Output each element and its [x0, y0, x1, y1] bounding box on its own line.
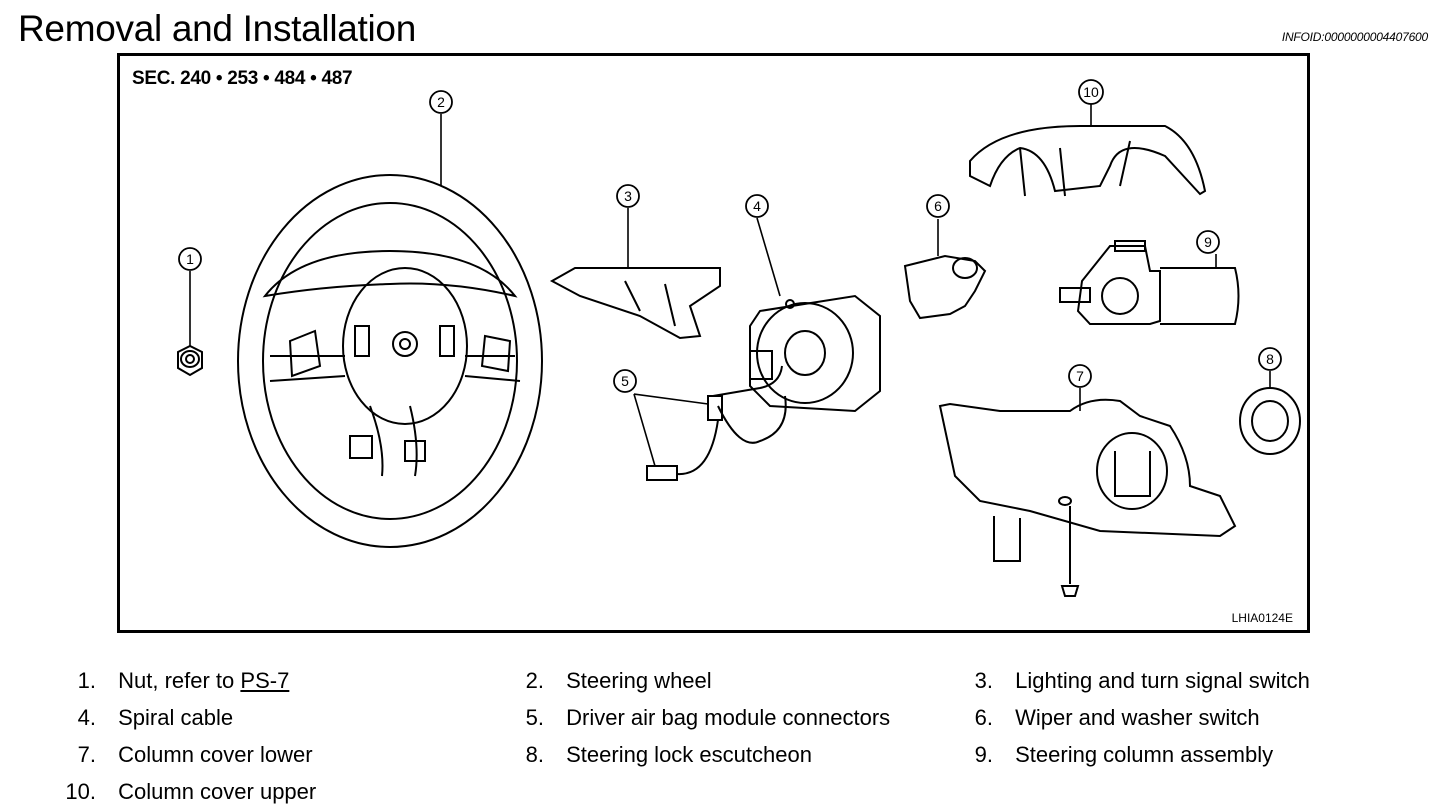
legend-item: 3. Lighting and turn signal switch: [957, 668, 1310, 694]
legend-label: Nut, refer to: [118, 668, 241, 693]
section-label: SEC. 240 • 253 • 484 • 487: [132, 68, 353, 89]
part-airbag-connectors: [646, 365, 787, 481]
svg-text:7: 7: [1076, 368, 1084, 384]
part-spiral-cable: [749, 294, 881, 413]
callout-9: 9: [1196, 230, 1220, 254]
svg-text:8: 8: [1266, 351, 1274, 367]
legend-number: 9.: [974, 742, 993, 767]
legend-number: 4.: [77, 705, 96, 730]
legend-item: 8. Steering lock escutcheon: [508, 742, 812, 768]
legend-number: 3.: [974, 668, 993, 693]
legend-label: Column cover upper: [118, 779, 317, 804]
legend-item: 5. Driver air bag module connectors: [508, 705, 891, 731]
exploded-diagram: 1 2 3 4 5 6 7 8 9 10 SEC. 240 • 253 • 48…: [117, 53, 1310, 633]
part-column-cover-lower: [938, 398, 1237, 538]
legend-item: 6. Wiper and washer switch: [957, 705, 1260, 731]
legend-number: 8.: [525, 742, 544, 767]
legend-number: 1.: [77, 668, 96, 693]
callout-2: 2: [429, 90, 453, 114]
legend-item: 7. Column cover lower: [60, 742, 313, 768]
part-steering-column: [1059, 240, 1240, 325]
part-screw: [993, 506, 1080, 597]
svg-text:3: 3: [624, 188, 632, 204]
svg-text:2: 2: [437, 94, 445, 110]
ps-7-link[interactable]: PS-7: [240, 668, 290, 693]
legend-item: 4. Spiral cable: [60, 705, 233, 731]
part-lock-escutcheon: [1239, 387, 1301, 455]
legend-item: 9. Steering column assembly: [957, 742, 1274, 768]
figure-code: LHIA0124E: [1231, 611, 1293, 625]
legend-item: 2. Steering wheel: [508, 668, 712, 694]
legend-number: 2.: [525, 668, 544, 693]
part-steering-wheel: [237, 174, 543, 548]
callout-4: 4: [745, 194, 769, 218]
parts-legend: 1. Nut, refer to PS-7 2. Steering wheel …: [0, 660, 1456, 810]
legend-number: 6.: [974, 705, 993, 730]
part-wiper-switch: [903, 254, 987, 320]
svg-text:5: 5: [621, 373, 629, 389]
part-lighting-switch: [549, 267, 721, 340]
legend-label: Lighting and turn signal switch: [1015, 668, 1310, 693]
svg-text:10: 10: [1083, 84, 1099, 100]
page-title: Removal and Installation: [18, 8, 416, 49]
legend-label: Wiper and washer switch: [1015, 705, 1260, 730]
svg-text:1: 1: [186, 251, 194, 267]
svg-text:4: 4: [753, 198, 761, 214]
legend-label: Driver air bag module connectors: [566, 705, 891, 730]
legend-item: 10. Column cover upper: [60, 779, 316, 805]
callout-8: 8: [1258, 347, 1282, 371]
part-nut: [177, 344, 203, 377]
legend-number: 5.: [525, 705, 544, 730]
legend-number: 7.: [77, 742, 96, 767]
legend-label: Steering wheel: [566, 668, 712, 693]
legend-label: Steering lock escutcheon: [566, 742, 812, 767]
legend-label: Steering column assembly: [1015, 742, 1274, 767]
legend-number: 10.: [65, 779, 96, 804]
svg-text:9: 9: [1204, 234, 1212, 250]
callout-3: 3: [616, 184, 640, 208]
legend-label: Spiral cable: [118, 705, 234, 730]
callout-10: 10: [1078, 79, 1104, 105]
part-column-cover-upper: [969, 125, 1207, 197]
svg-text:6: 6: [934, 198, 942, 214]
diagram-drawing: 1 2 3 4 5 6 7 8 9 10: [177, 79, 1301, 597]
callout-1: 1: [178, 247, 202, 271]
legend-label: Column cover lower: [118, 742, 313, 767]
callout-7: 7: [1068, 364, 1092, 388]
legend-item: 1. Nut, refer to PS-7: [60, 668, 290, 694]
info-id: INFOID:0000000004407600: [1281, 30, 1428, 44]
callout-5: 5: [613, 369, 637, 393]
callout-6: 6: [926, 194, 950, 218]
